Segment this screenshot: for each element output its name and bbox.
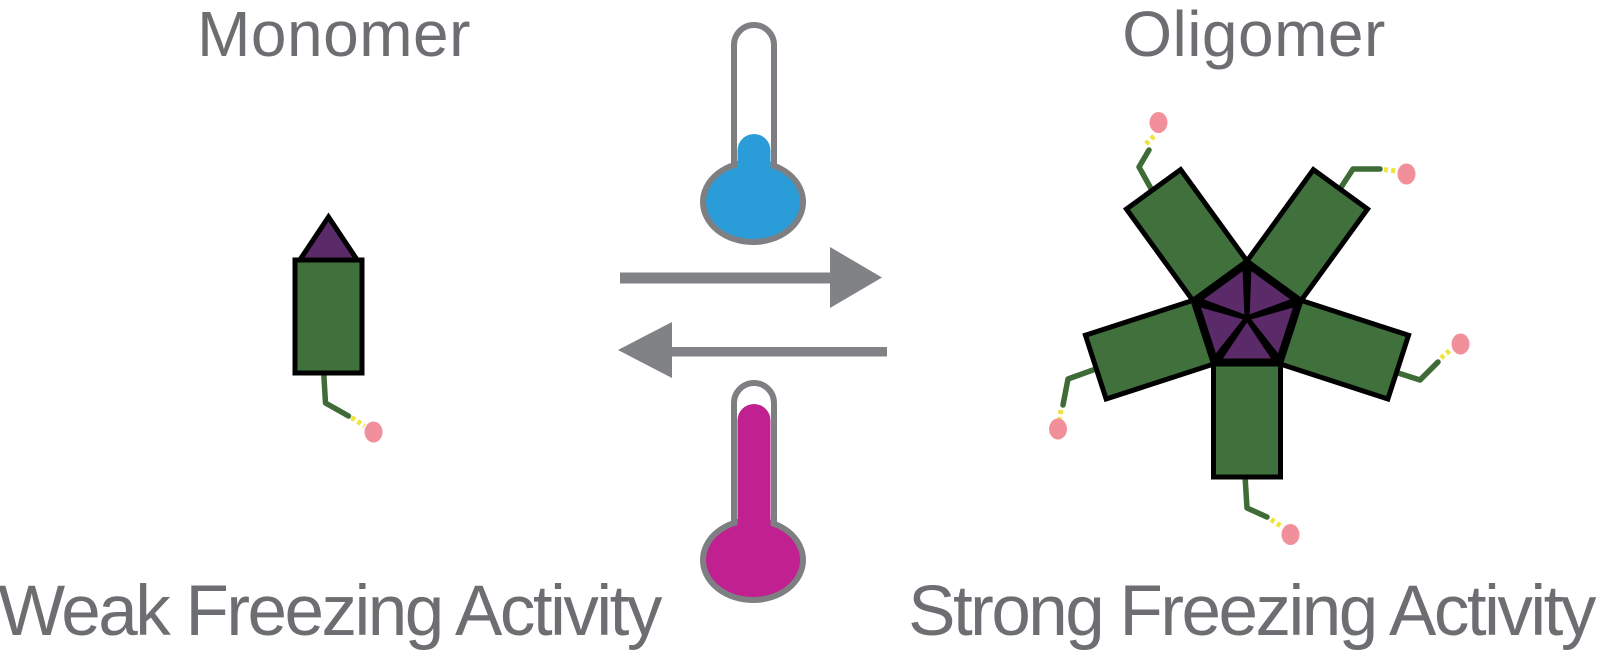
oligomer-tail [1392, 359, 1441, 383]
reverse-arrow-icon [618, 322, 887, 378]
oligomer-subunit-body [1243, 166, 1372, 304]
tail-cargo-dot [1397, 163, 1416, 185]
tail-linker-dashes [1439, 347, 1453, 360]
tail-linker-dashes [1269, 517, 1283, 529]
tail-cargo-dot [1281, 524, 1300, 545]
forward-arrow-icon [620, 247, 882, 308]
monomer-tail-linker-dashes [350, 415, 366, 429]
monomer-tail-cargo-dot [364, 421, 383, 443]
tail-linker-dashes [1383, 167, 1397, 174]
oligomer-tail [1136, 147, 1157, 197]
oligomer-subunit-body [1211, 361, 1283, 480]
monomer-cap-triangle [295, 212, 362, 263]
monomer-molecule [292, 212, 383, 443]
tail-cargo-dot [1149, 112, 1168, 133]
oligomer-tail [1335, 166, 1383, 195]
oligomer-tails [1049, 112, 1470, 545]
monomer-title: Monomer [197, 0, 471, 70]
oligomer-subunit-body [1122, 166, 1251, 304]
monomer-body [292, 257, 365, 376]
oligomer-cap-triangle [1242, 300, 1301, 364]
strong-activity-caption: Strong Freezing Activity [908, 572, 1596, 651]
cold-thermometer-icon [700, 22, 806, 245]
tail-cargo-dot [1049, 418, 1067, 440]
oligomer-tail [1242, 473, 1270, 520]
oligomer-title: Oligomer [1122, 0, 1386, 70]
oligomer-subunit-body [1082, 297, 1217, 403]
monomer-tail [320, 366, 352, 419]
cold-thermometer-mercury [737, 134, 771, 212]
oligomer-subunit-body [1277, 297, 1412, 403]
warm-thermometer-icon [700, 380, 806, 603]
oligomer-tail [1060, 367, 1096, 408]
weak-activity-caption: Weak Freezing Activity [0, 572, 662, 651]
tail-cargo-dot [1451, 333, 1470, 355]
oligomer-molecule [1049, 112, 1470, 545]
warm-thermometer-mercury [737, 404, 771, 566]
tail-linker-dashes [1057, 409, 1064, 420]
tail-linker-dashes [1144, 132, 1158, 146]
